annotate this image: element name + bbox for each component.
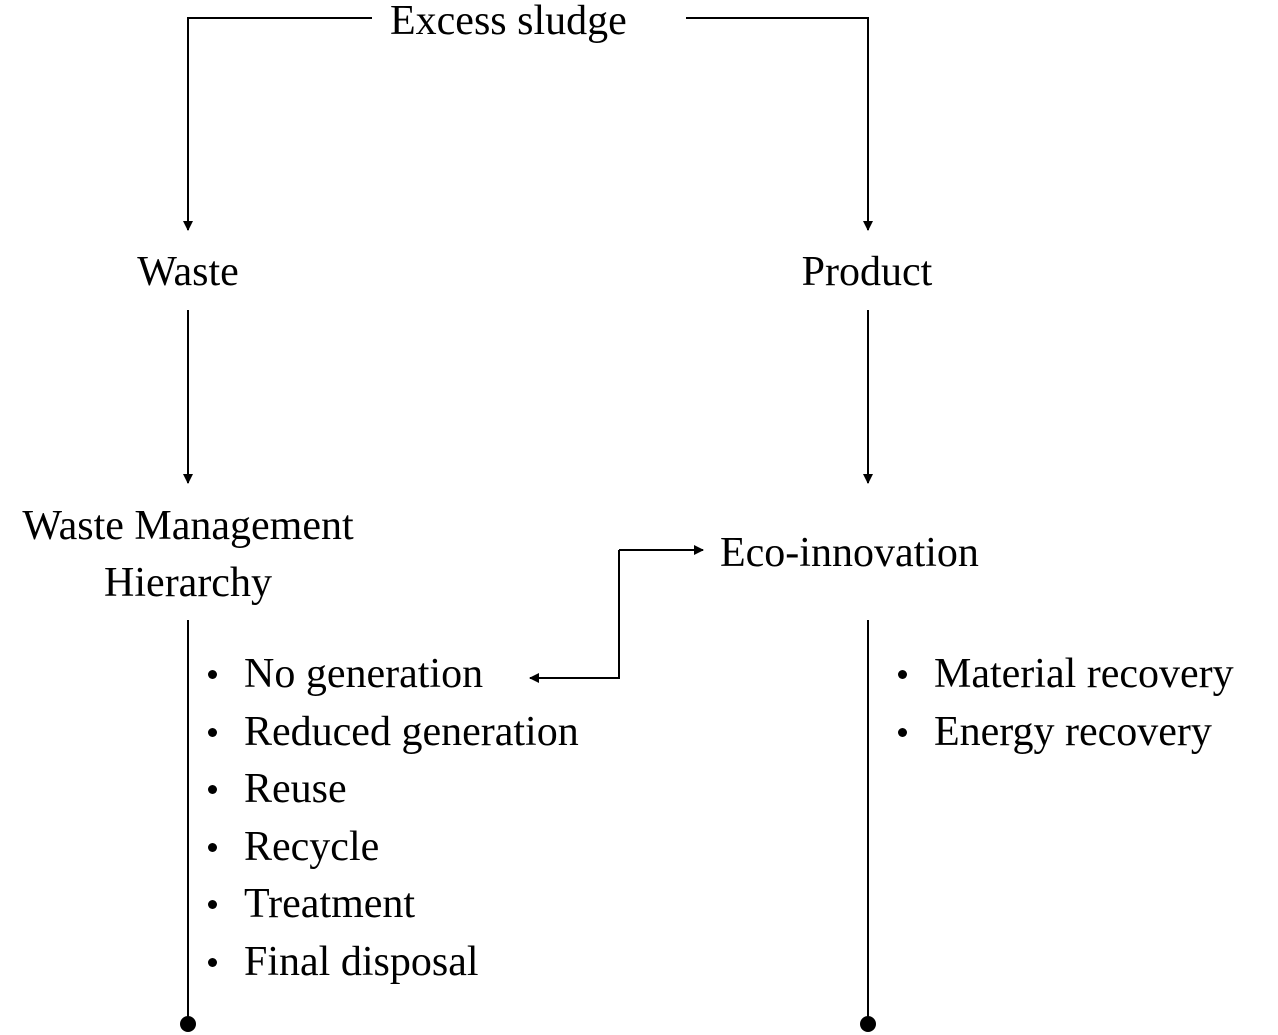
node-product: Product xyxy=(801,249,933,295)
list-item: Treatment xyxy=(206,876,579,934)
eco-innovation-list: Material recovery Energy recovery xyxy=(896,646,1234,761)
connector-root-to-waste xyxy=(183,17,372,231)
list-item: Material recovery xyxy=(896,646,1234,704)
node-waste-management-line1: Waste Management xyxy=(22,503,354,549)
waste-hierarchy-list: No generation Reduced generation Reuse R… xyxy=(206,646,579,991)
list-item: Reuse xyxy=(206,761,579,819)
node-eco-innovation: Eco-innovation xyxy=(720,530,979,576)
hierarchy-axis-end-dot xyxy=(180,1016,196,1032)
list-item: Reduced generation xyxy=(206,704,579,762)
list-item: Energy recovery xyxy=(896,704,1234,762)
list-item: Recycle xyxy=(206,819,579,877)
list-item: Final disposal xyxy=(206,934,579,992)
link-eco-to-no-generation-arrow xyxy=(529,550,620,683)
list-item: No generation xyxy=(206,646,579,704)
node-excess-sludge: Excess sludge xyxy=(390,0,627,44)
eco-axis-end-dot xyxy=(860,1016,876,1032)
node-waste: Waste xyxy=(137,249,239,295)
connector-root-to-product xyxy=(686,17,873,231)
node-waste-management-line2: Hierarchy xyxy=(104,560,272,606)
